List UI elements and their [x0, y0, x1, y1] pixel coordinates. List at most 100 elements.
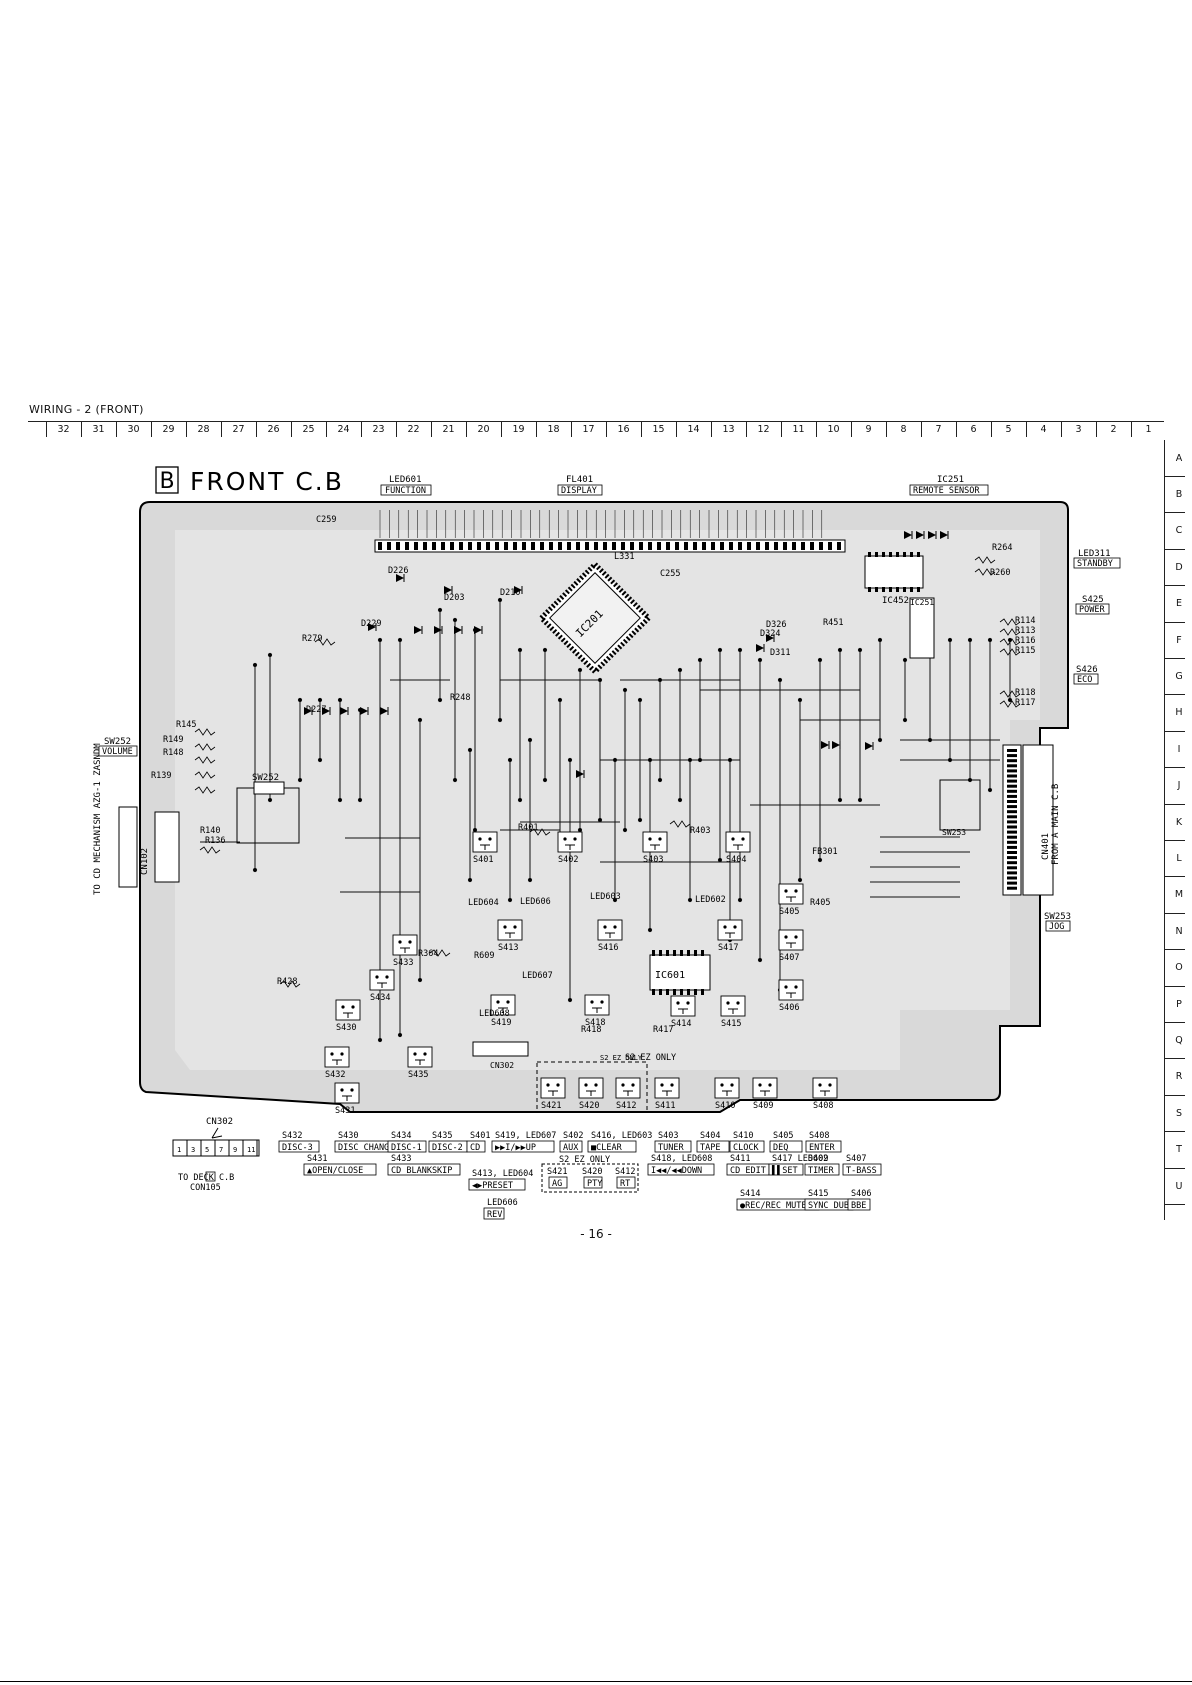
legend-ez-label: PTY: [587, 1179, 602, 1189]
cn302-pin: 5: [205, 1146, 209, 1154]
switch-label: S405: [779, 907, 799, 917]
ic251-ref: IC251: [937, 475, 964, 485]
ruler-column-7: 7: [935, 424, 942, 435]
component-r609: R609: [474, 951, 494, 961]
diode: [821, 741, 829, 749]
switch-s413: S413: [497, 919, 523, 953]
switch-s414: S414: [670, 995, 696, 1029]
switch-label: S421: [541, 1101, 561, 1111]
ic452-chip: [864, 555, 924, 589]
legend-label: DISC-1: [391, 1143, 422, 1153]
ruler-column-21: 21: [442, 424, 455, 435]
ruler-column-17: 17: [582, 424, 595, 435]
remote-sensor-label: REMOTE SENSOR: [913, 486, 980, 496]
legend-ref: S407: [846, 1154, 866, 1164]
diode: [340, 707, 348, 715]
component-d229: D229: [361, 619, 381, 629]
diode: [368, 623, 376, 631]
component-c255: C255: [660, 569, 680, 579]
switch-label: S410: [715, 1101, 735, 1111]
ruler-row-D: D: [1175, 561, 1183, 573]
ic601-chip: [649, 954, 711, 991]
switch-label: S411: [655, 1101, 675, 1111]
display-label: DISPLAY: [561, 486, 597, 496]
switch-s408: S408: [812, 1077, 838, 1111]
ruler-row-N: N: [1175, 925, 1183, 937]
legend-label: DEQ: [773, 1143, 788, 1153]
switch-s416: S416: [597, 919, 623, 953]
component-r136: R136: [205, 836, 225, 846]
ruler-row-R: R: [1175, 1071, 1183, 1083]
ruler-column-20: 20: [477, 424, 490, 435]
switch-label: S415: [721, 1019, 741, 1029]
switch-label: S403: [643, 855, 663, 865]
diode: [434, 626, 442, 634]
component-led608: LED608: [479, 1009, 510, 1019]
switch-label: S417: [718, 943, 738, 953]
switch-s417: S417: [717, 919, 743, 953]
switch-label: S408: [813, 1101, 833, 1111]
component-c259: C259: [316, 515, 336, 525]
ic251-chip: [909, 597, 935, 659]
legend-ref: S403: [658, 1131, 678, 1141]
component-r403: R403: [690, 826, 710, 836]
switch-label: S433: [393, 958, 413, 968]
ruler-column-30: 30: [127, 424, 140, 435]
legend-ref: S431: [307, 1154, 327, 1164]
switch-s433: S433: [392, 934, 418, 968]
cn302-pin: 3: [191, 1146, 195, 1154]
legend-ref: S419, LED607: [495, 1131, 556, 1141]
page-title: WIRING - 2 (FRONT): [29, 403, 144, 416]
component-r148: R148: [163, 748, 183, 758]
ruler-row-O: O: [1175, 962, 1183, 974]
component-fb301: FB301: [812, 847, 838, 857]
ruler-row-M: M: [1174, 889, 1184, 901]
legend-ref: S406: [851, 1189, 871, 1199]
ruler-row-S: S: [1175, 1107, 1183, 1119]
diode: [474, 626, 482, 634]
switch-s418: S418: [584, 994, 610, 1028]
led601-ref: LED601: [389, 475, 422, 485]
component-r145: R145: [176, 720, 196, 730]
component-r140: R140: [200, 826, 220, 836]
component-r428: R428: [277, 977, 297, 987]
ruler-column-24: 24: [337, 424, 350, 435]
switch-label: S406: [779, 1003, 799, 1013]
ruler-row-I: I: [1177, 743, 1181, 755]
diode: [360, 707, 368, 715]
switch-s421: S421: [540, 1077, 566, 1111]
ruler-column-14: 14: [687, 424, 700, 435]
switch-s404: S404: [725, 831, 751, 865]
switch-s419: S419: [490, 994, 516, 1028]
component-r451: R451: [823, 618, 843, 628]
svg-text:SW253: SW253: [942, 828, 966, 837]
diode: [444, 586, 452, 594]
legend-label: BBE: [851, 1201, 866, 1211]
switch-label: S435: [408, 1070, 428, 1080]
diode: [928, 531, 936, 539]
diode: [414, 626, 422, 634]
legend-ref: S434: [391, 1131, 411, 1141]
switch-s415: S415: [720, 995, 746, 1029]
diode: [865, 742, 873, 750]
diode: [916, 531, 924, 539]
component-led602: LED602: [695, 895, 726, 905]
legend-label: I◀◀/◀◀DOWN: [651, 1166, 702, 1176]
page-number: - 16 -: [580, 1227, 612, 1241]
legend-label: ▌▌SET: [771, 1165, 798, 1176]
switch-label: S432: [325, 1070, 345, 1080]
switch-label: S412: [616, 1101, 636, 1111]
switch-s407: S407: [778, 929, 804, 963]
legend-label: ■CLEAR: [591, 1143, 623, 1153]
ruler-column-27: 27: [232, 424, 245, 435]
jog-label: JOG: [1049, 922, 1064, 932]
component-r260: R260: [990, 568, 1010, 578]
component-s2-ez-only: S2 EZ ONLY: [625, 1053, 676, 1063]
